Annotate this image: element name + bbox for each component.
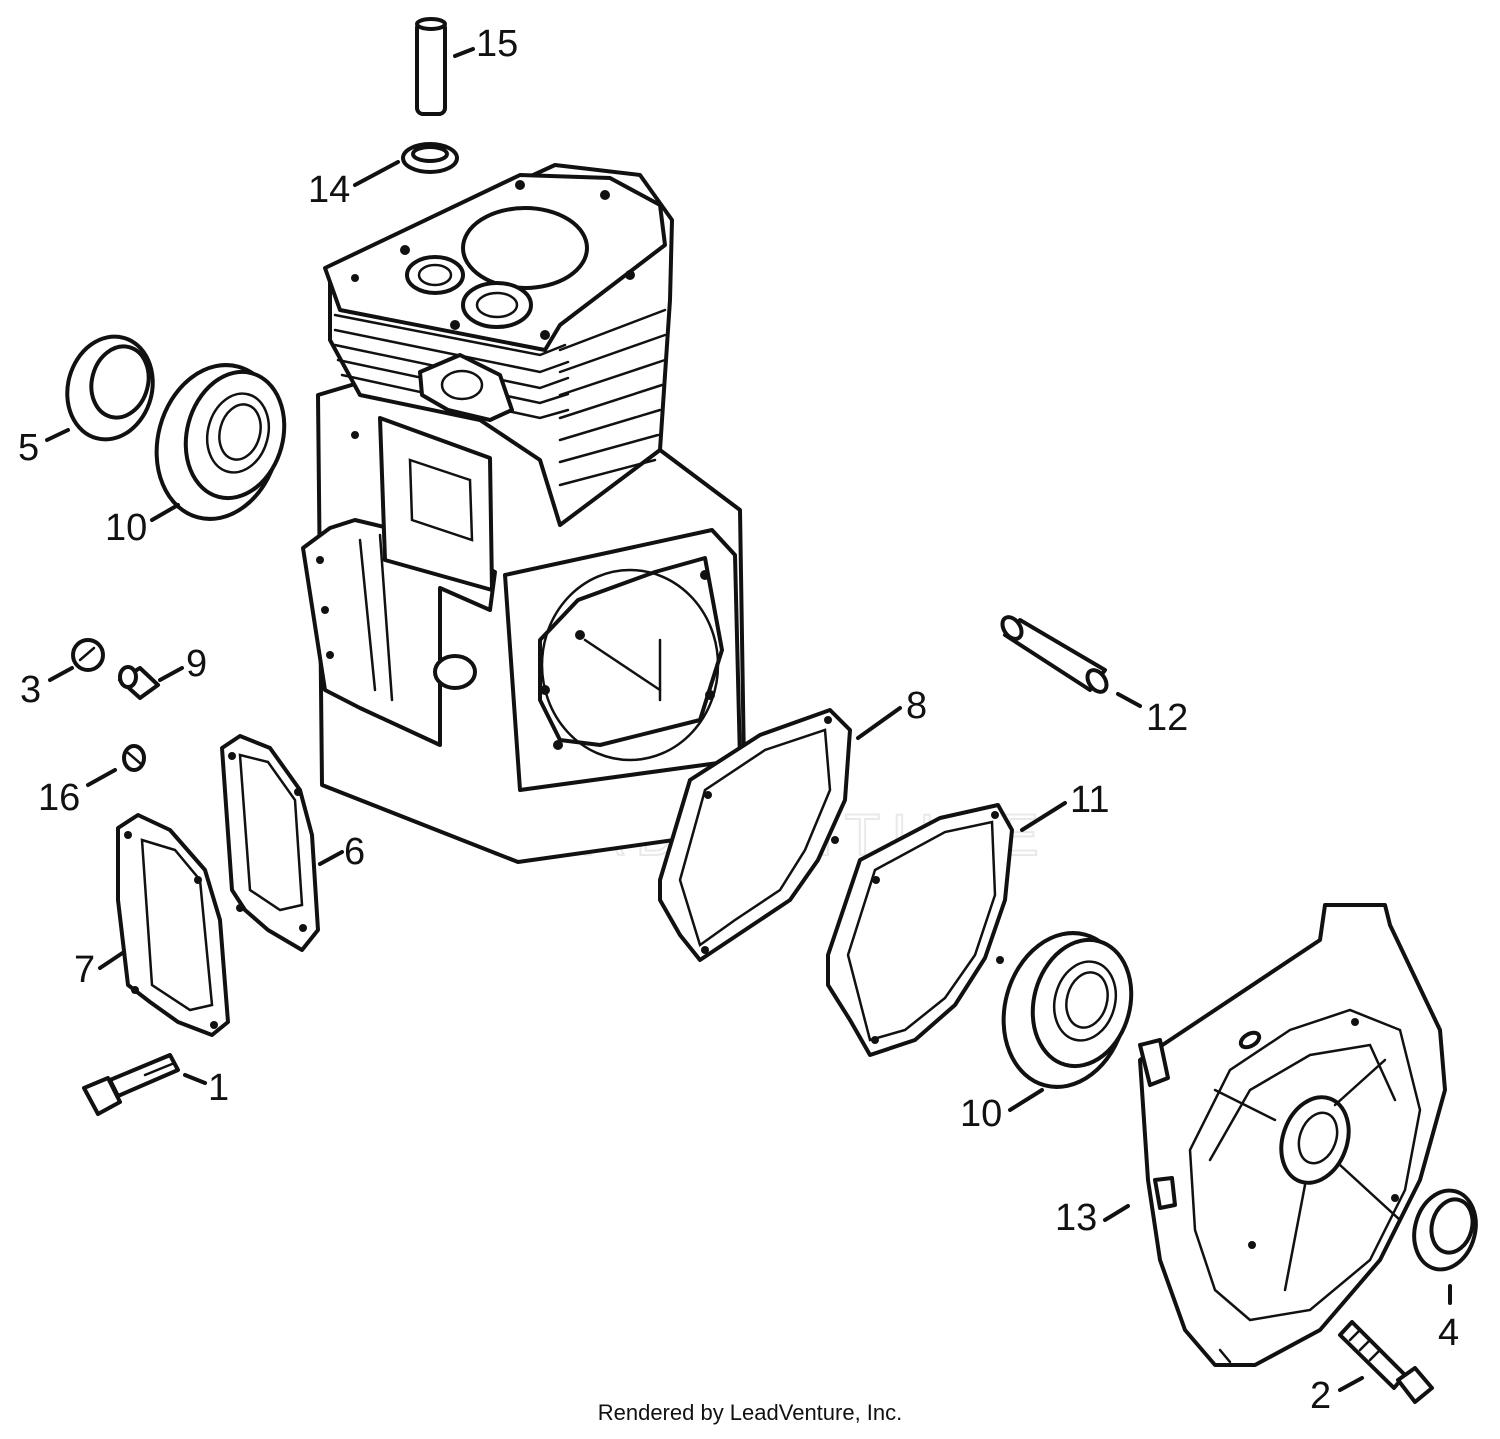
part-bearing-10-upper[interactable] — [140, 351, 298, 533]
callout-5: 5 — [18, 427, 39, 469]
footer-credit: Rendered by LeadVenture, Inc. — [597, 1400, 903, 1425]
callout-7: 7 — [74, 949, 95, 991]
part-seal-5[interactable] — [56, 327, 164, 449]
callout-1: 1 — [208, 1067, 229, 1109]
part-gasket-11[interactable] — [826, 803, 1014, 1057]
part-bearing-10-lower[interactable] — [987, 919, 1145, 1101]
callout-numbers: 15 14 5 10 3 9 16 6 7 1 8 12 11 10 13 4 … — [18, 23, 1459, 1417]
callout-10-lower: 10 — [960, 1093, 1002, 1135]
callout-10-upper: 10 — [105, 507, 147, 549]
callout-14: 14 — [308, 169, 350, 211]
callout-6: 6 — [344, 831, 365, 873]
part-tube-15[interactable] — [415, 17, 447, 116]
part-plug-9[interactable] — [118, 665, 160, 700]
part-gasket-6[interactable] — [220, 734, 320, 952]
callout-4: 4 — [1438, 1312, 1459, 1354]
callout-15: 15 — [476, 23, 518, 65]
callout-2: 2 — [1310, 1375, 1331, 1417]
callout-12: 12 — [1146, 697, 1188, 739]
part-seal-4[interactable] — [1406, 1184, 1485, 1277]
callout-8: 8 — [906, 685, 927, 727]
callout-9: 9 — [186, 643, 207, 685]
part-spring-16[interactable] — [122, 744, 146, 772]
part-washer-3[interactable] — [71, 638, 105, 672]
callout-11: 11 — [1070, 779, 1109, 821]
part-engine-block[interactable] — [301, 163, 747, 864]
part-ring-14[interactable] — [401, 142, 459, 174]
callout-3: 3 — [20, 669, 41, 711]
part-cover-7[interactable] — [116, 813, 230, 1037]
part-gasket-8[interactable] — [658, 708, 852, 962]
part-bolt-2[interactable] — [1338, 1320, 1434, 1404]
part-bolt-1[interactable] — [82, 1053, 180, 1116]
callout-16: 16 — [38, 777, 80, 819]
callout-13: 13 — [1055, 1197, 1097, 1239]
part-end-plate-13[interactable] — [1138, 903, 1447, 1367]
part-tube-12[interactable] — [999, 614, 1111, 696]
leader-lines — [45, 47, 1452, 1392]
